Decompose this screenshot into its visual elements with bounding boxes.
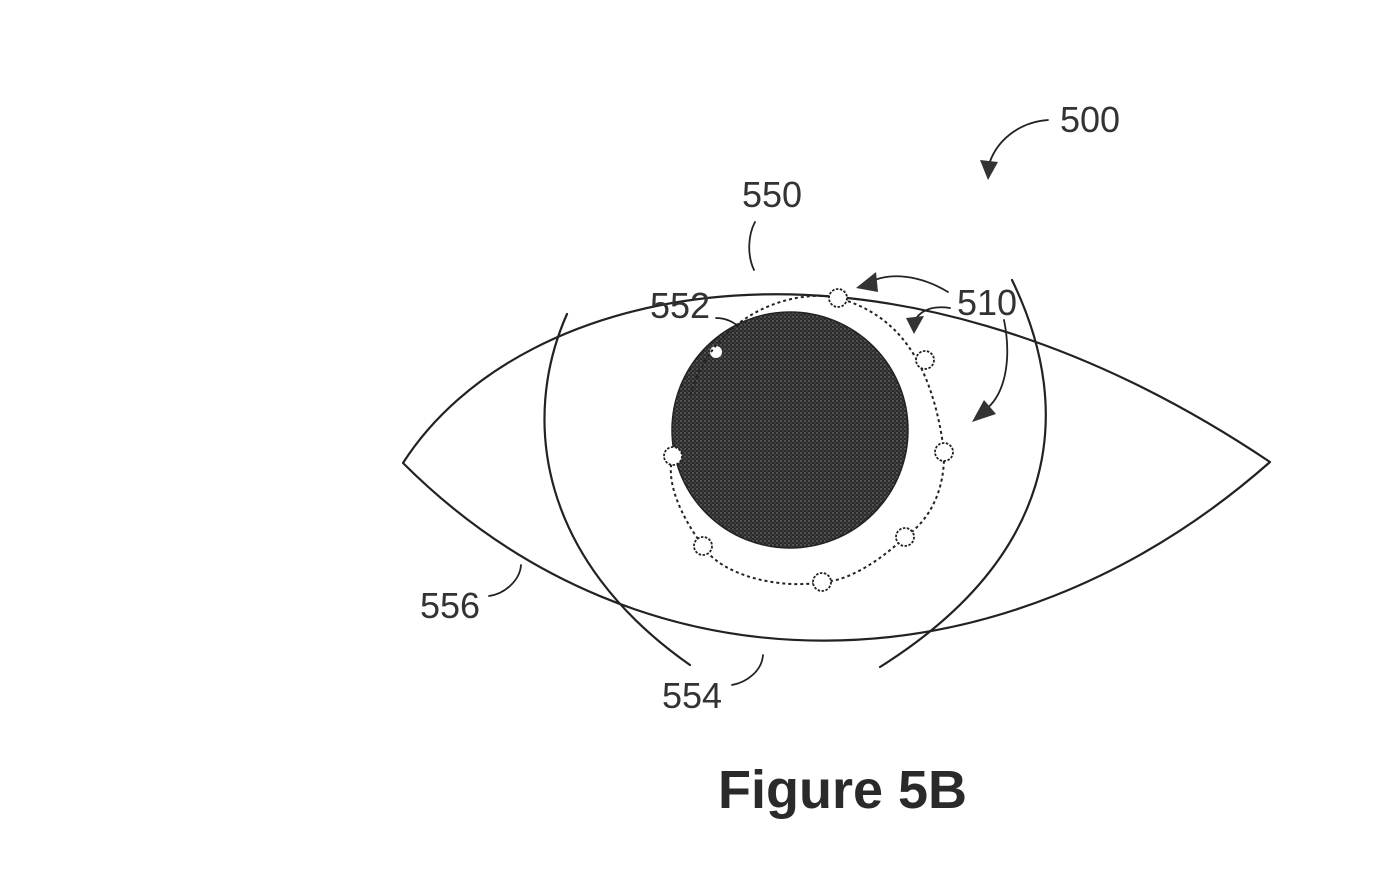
marker-circle <box>915 350 935 370</box>
arrowhead-icon <box>980 160 998 180</box>
leader-552 <box>715 317 739 327</box>
label-510: 510 <box>957 282 1017 323</box>
label-554: 554 <box>662 675 722 716</box>
marker-circle <box>693 536 713 556</box>
leader-510-c <box>984 319 1009 411</box>
marker-circle <box>934 442 954 462</box>
marker-circle <box>828 288 848 308</box>
marker-circle <box>812 572 832 592</box>
leader-550 <box>748 221 756 271</box>
pupil-highlight <box>710 346 722 358</box>
marker-group <box>663 288 954 592</box>
marker-circle <box>663 446 683 466</box>
iris-right-arc <box>878 278 1047 669</box>
arrowhead-icon <box>906 316 924 334</box>
leader-510-a <box>869 275 949 293</box>
pupil <box>671 311 909 549</box>
label-550: 550 <box>742 174 802 215</box>
reference-number-500: 500 <box>1060 99 1120 140</box>
eye-outline <box>401 293 1272 642</box>
marker-circle <box>895 527 915 547</box>
figure-caption: Figure 5B <box>718 760 967 820</box>
leader-556 <box>488 564 522 597</box>
arrowhead-icon <box>856 272 878 292</box>
label-556: 556 <box>420 585 480 626</box>
iris-left-arc <box>543 312 692 667</box>
leader-554 <box>731 654 764 686</box>
label-552: 552 <box>650 285 710 326</box>
arrowhead-icon <box>972 400 996 422</box>
reference-arrow-500 <box>987 119 1049 169</box>
